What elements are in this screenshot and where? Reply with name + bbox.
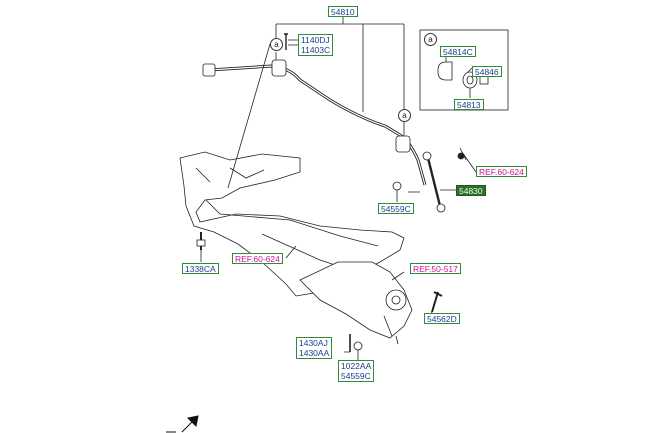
- label-nut-pair-b[interactable]: 54559C: [341, 371, 371, 381]
- label-nut-pair-group[interactable]: 1022AA 54559C: [338, 360, 375, 382]
- label-bushing-b[interactable]: 54813: [454, 99, 484, 110]
- label-ref-left[interactable]: REF.60-624: [232, 253, 283, 264]
- ref-left-leader: [285, 245, 297, 259]
- ball-joint-center: [391, 295, 401, 305]
- bar-bushing-right: [395, 135, 411, 153]
- link-nut: [457, 152, 465, 160]
- bolt-top: [284, 33, 288, 50]
- label-nut-pair-a[interactable]: 1022AA: [341, 361, 372, 371]
- lower-control-arm: [299, 261, 413, 339]
- label-ref-arm[interactable]: REF.50-517: [410, 263, 461, 274]
- link-leaders: [440, 147, 477, 191]
- detail-bushing: [437, 61, 453, 81]
- label-bracket[interactable]: 54846: [472, 66, 502, 77]
- label-bushing[interactable]: 54814C: [440, 46, 476, 57]
- bushing-leaders: [275, 52, 405, 136]
- label-bolt-arm[interactable]: 54562D: [424, 313, 460, 324]
- ball-joint: [385, 289, 407, 311]
- label-bolt-pair-group[interactable]: 1430AJ 1430AA: [296, 337, 333, 359]
- bolt-arm-head: [433, 291, 443, 297]
- label-bolt-pair-a[interactable]: 1430AJ: [299, 338, 328, 348]
- detail-box-marker: a: [424, 33, 437, 46]
- bolt-arm: [431, 291, 439, 313]
- label-bolt-pair-b[interactable]: 1430AA: [299, 348, 330, 358]
- stabilizer-link: [426, 157, 442, 207]
- mount-leader: [227, 43, 271, 189]
- assembly-leader: [275, 16, 405, 112]
- label-bolt-a[interactable]: 1140DJ: [301, 35, 330, 45]
- nut-pair: [353, 341, 363, 351]
- arm-lower-details: [383, 315, 399, 345]
- label-bolt-left[interactable]: 1338CA: [182, 263, 219, 274]
- crossmember-details: [195, 167, 379, 271]
- bolt-left-head: [196, 239, 206, 247]
- link-ball-top: [422, 151, 432, 161]
- label-assembly[interactable]: 54810: [328, 6, 358, 17]
- bolt-top-leader: [288, 39, 298, 46]
- crossmember: [179, 151, 405, 297]
- label-bolt-b[interactable]: 11403C: [301, 45, 331, 55]
- washer-54559c: [392, 181, 402, 191]
- ref-arm-leader: [391, 271, 405, 281]
- label-link[interactable]: 54830: [456, 185, 486, 196]
- link-ball-bottom: [436, 203, 446, 213]
- bolt-pair-leaders: [344, 350, 359, 360]
- label-bolt-group[interactable]: 1140DJ 11403C: [298, 34, 334, 56]
- bar-end-left: [202, 63, 216, 77]
- washer-leader: [396, 190, 420, 202]
- detail-marker-left: a: [270, 38, 283, 51]
- detail-marker-right: a: [398, 109, 411, 122]
- label-nut-link[interactable]: 54559C: [378, 203, 414, 214]
- detail-leaders: [445, 56, 473, 98]
- label-ref-top[interactable]: REF.60-624: [476, 166, 527, 177]
- arrow-icon: [166, 415, 199, 433]
- detail-bracket-hole: [466, 75, 474, 85]
- bar-bushing-left: [271, 59, 287, 77]
